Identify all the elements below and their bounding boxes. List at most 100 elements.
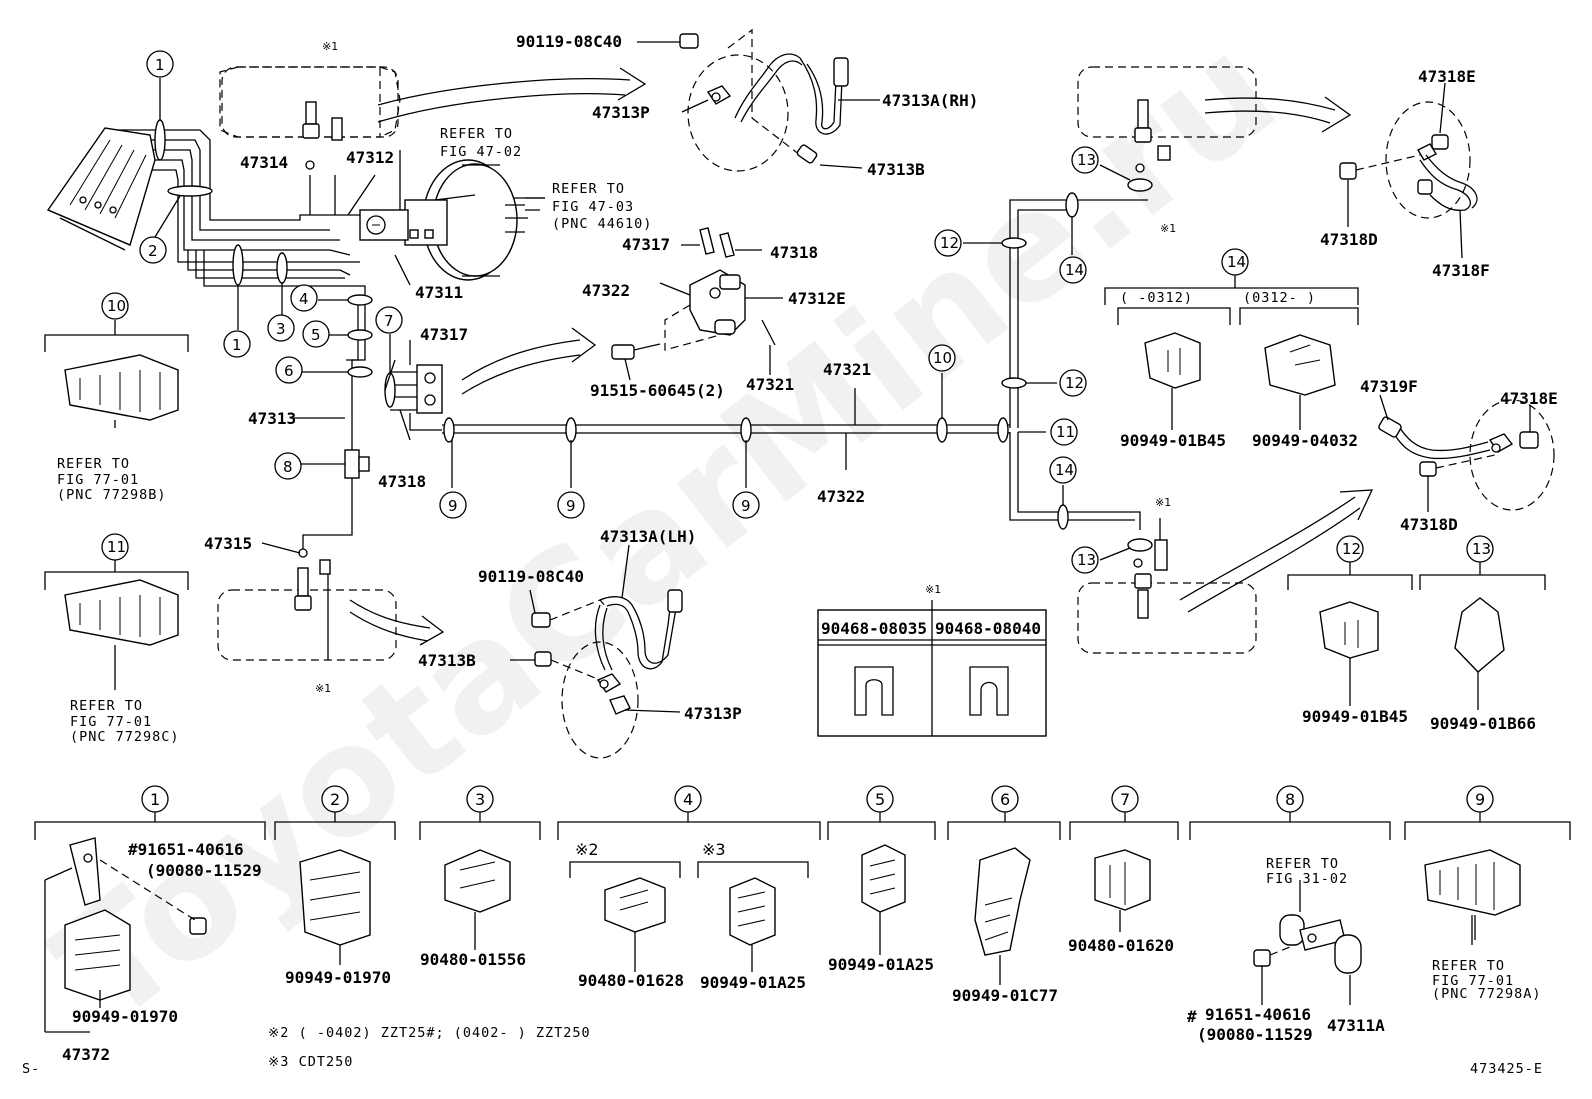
part-label: 90480-01628 bbox=[578, 971, 684, 990]
callout-1: 1 bbox=[155, 56, 165, 74]
callout-13: 13 bbox=[1077, 551, 1096, 569]
part-label: (90080-11529 bbox=[1197, 1025, 1313, 1044]
callout-4: 4 bbox=[683, 790, 693, 809]
callout-14: 14 bbox=[1227, 253, 1246, 271]
part-label: 47311A bbox=[1327, 1016, 1385, 1035]
callout-10: 10 bbox=[933, 349, 952, 367]
part-label: 47322 bbox=[582, 281, 630, 300]
part-label: # bbox=[1187, 1007, 1197, 1026]
callout-1: 1 bbox=[232, 336, 242, 354]
part-label: 47317 bbox=[622, 235, 670, 254]
table-mark: ※1 bbox=[925, 583, 941, 596]
callout-14: 14 bbox=[1055, 461, 1074, 479]
part-label: 47311 bbox=[415, 283, 463, 302]
part-label: 47372 bbox=[62, 1045, 110, 1064]
footnote-3: ※3 CDT250 bbox=[268, 1054, 353, 1070]
callout-5: 5 bbox=[875, 790, 885, 809]
rear-hose-assemblies bbox=[1077, 66, 1555, 654]
part-label: 47313A(RH) bbox=[882, 91, 978, 110]
ref-note: FIG 31-02 bbox=[1266, 871, 1348, 887]
diagram-code: 473425-E bbox=[1470, 1061, 1543, 1077]
callout-9: 9 bbox=[448, 497, 458, 515]
callout-8: 8 bbox=[283, 458, 293, 476]
ref-note: REFER TO bbox=[1432, 958, 1505, 974]
ref-note: REFER TO bbox=[440, 126, 513, 142]
part-label: 47318 bbox=[770, 243, 818, 262]
part-label: 90949-01A25 bbox=[828, 955, 934, 974]
ref-note: FIG 77-01 bbox=[70, 714, 152, 730]
part-label: #91651-40616 bbox=[128, 840, 244, 859]
callout-5: 5 bbox=[311, 326, 321, 344]
table-col2: 90468-08040 bbox=[935, 619, 1041, 638]
part-label: 47318E bbox=[1418, 67, 1476, 86]
ref-note: (PNC 44610) bbox=[552, 216, 652, 232]
part-label: 90119-08C40 bbox=[478, 567, 584, 586]
ref-note: REFER TO bbox=[57, 456, 130, 472]
callout-11: 11 bbox=[1056, 423, 1075, 441]
bracket-14-left: ( -0312) bbox=[1120, 290, 1193, 306]
part-label: 47313B bbox=[867, 160, 925, 179]
callout-4: 4 bbox=[299, 290, 309, 308]
callout-10: 10 bbox=[107, 297, 126, 315]
callout-7: 7 bbox=[1120, 790, 1130, 809]
ref-note: REFER TO bbox=[552, 181, 625, 197]
part-label: 90949-01970 bbox=[285, 968, 391, 987]
ref-note: FIG 47-02 bbox=[440, 144, 522, 160]
callout-9: 9 bbox=[741, 497, 751, 515]
callout-11: 11 bbox=[107, 538, 126, 556]
part-label: 47317 bbox=[420, 325, 468, 344]
group-brackets bbox=[34, 275, 1571, 878]
callout-8: 8 bbox=[1285, 790, 1295, 809]
part-label: 90949-01A25 bbox=[700, 973, 806, 992]
footnotes: ※2 ( -0402) ZZT25#; (0402- ) ZZT250 ※3 C… bbox=[22, 1025, 1543, 1077]
mark-1: ※1 bbox=[1155, 496, 1171, 509]
marks: ※1 ※1 ※1 ※1 ※2 ※3 ( -0312) (0312- ) bbox=[315, 40, 1315, 859]
callout-12: 12 bbox=[940, 234, 959, 252]
reference-notes: REFER TO FIG 47-02 REFER TO FIG 47-03 (P… bbox=[57, 126, 1541, 1002]
part-label: 47319F bbox=[1360, 377, 1418, 396]
ref-note: (PNC 77298C) bbox=[70, 729, 180, 745]
master-cylinder-assembly bbox=[46, 28, 880, 300]
ref-note: FIG 47-03 bbox=[552, 199, 634, 215]
part-label: 47313P bbox=[592, 103, 650, 122]
part-label: 91651-40616 bbox=[1205, 1005, 1311, 1024]
callout-2: 2 bbox=[148, 242, 158, 260]
part-labels: 90119-08C40 47313P 47313A(RH) 47313B 473… bbox=[62, 32, 1558, 1064]
part-label: 47321 bbox=[746, 375, 794, 394]
callout-6: 6 bbox=[1000, 790, 1010, 809]
part-label: 47322 bbox=[817, 487, 865, 506]
footnote-s: S- bbox=[22, 1061, 40, 1077]
part-label: 47318 bbox=[378, 472, 426, 491]
part-label: 47314 bbox=[240, 153, 288, 172]
table-col1: 90468-08035 bbox=[821, 619, 927, 638]
part-label: 90480-01620 bbox=[1068, 936, 1174, 955]
callout-9: 9 bbox=[1475, 790, 1485, 809]
callout-12: 12 bbox=[1342, 540, 1361, 558]
callout-13: 13 bbox=[1077, 151, 1096, 169]
part-label: 47312E bbox=[788, 289, 846, 308]
part-label: 90949-01970 bbox=[72, 1007, 178, 1026]
ref-note: FIG 77-01 bbox=[1432, 973, 1514, 989]
callout-2: 2 bbox=[330, 790, 340, 809]
part-label: 47318D bbox=[1400, 515, 1458, 534]
part-label: 91515-60645(2) bbox=[590, 381, 725, 400]
part-label: 47315 bbox=[204, 534, 252, 553]
mark-1: ※1 bbox=[315, 682, 331, 695]
part-label: 90949-01B66 bbox=[1430, 714, 1536, 733]
part-label: 47321 bbox=[823, 360, 871, 379]
callout-13: 13 bbox=[1472, 540, 1491, 558]
callout-3: 3 bbox=[276, 320, 286, 338]
callout-6: 6 bbox=[284, 362, 294, 380]
part-label: 90949-01B45 bbox=[1302, 707, 1408, 726]
footnote-2: ※2 ( -0402) ZZT25#; (0402- ) ZZT250 bbox=[268, 1025, 591, 1041]
mark-1: ※1 bbox=[322, 40, 338, 53]
part-label: 47318E bbox=[1500, 389, 1558, 408]
callout-1: 1 bbox=[150, 790, 160, 809]
ref-note: (PNC 77298B) bbox=[57, 487, 167, 503]
mark-1: ※1 bbox=[1160, 222, 1176, 235]
callout-3: 3 bbox=[475, 790, 485, 809]
part-label: 90480-01556 bbox=[420, 950, 526, 969]
clamp-detail-icons bbox=[44, 332, 1521, 1033]
part-label: 47313P bbox=[684, 704, 742, 723]
